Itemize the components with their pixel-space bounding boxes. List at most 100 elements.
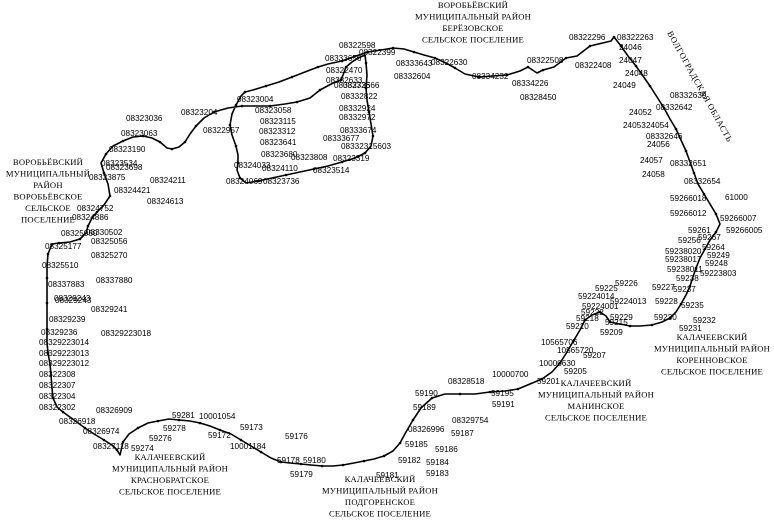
- point-label: 08329223013: [39, 349, 90, 358]
- boundary-point: [198, 421, 202, 425]
- boundary-point: [259, 450, 263, 454]
- boundary-point: [45, 301, 49, 305]
- point-label: 08330502: [86, 228, 123, 237]
- boundary-point: [650, 323, 654, 327]
- point-label: 59218: [576, 314, 599, 323]
- boundary-point: [299, 462, 303, 466]
- point-label: 59228: [655, 297, 678, 306]
- point-label: 08322508: [527, 56, 564, 65]
- boundary-point: [121, 139, 125, 143]
- point-label: 08329754: [452, 416, 489, 425]
- boundary-point: [46, 252, 50, 256]
- boundary-point: [46, 351, 50, 355]
- point-label: 08322308: [39, 370, 76, 379]
- point-label: 10000630: [539, 359, 576, 368]
- boundary-point: [316, 65, 320, 69]
- boundary-point: [619, 44, 623, 48]
- point-label: 10565706: [541, 338, 578, 347]
- point-label: 59238: [676, 274, 699, 283]
- boundary-point: [541, 68, 545, 72]
- point-label: 59205: [564, 367, 587, 376]
- boundary-point: [115, 448, 119, 452]
- oblast-label-layer: ВОЛГОГРАДСКАЯ ОБЛАСТЬ: [665, 29, 735, 144]
- point-label: 59186: [435, 445, 458, 454]
- boundary-point: [57, 241, 61, 245]
- boundary-point: [102, 171, 106, 175]
- point-label: 59261: [688, 226, 711, 235]
- point-label: 59182: [398, 456, 421, 465]
- point-label: 59266012: [670, 209, 707, 218]
- boundary-point: [243, 90, 247, 94]
- point-label: 08322470: [326, 66, 363, 75]
- point-label: 08332646: [646, 132, 683, 141]
- point-label: 59227: [652, 283, 675, 292]
- point-label: 08332642: [656, 103, 693, 112]
- boundary-point: [240, 104, 244, 108]
- point-label: 08329223018: [101, 329, 152, 338]
- boundary-point: [692, 171, 696, 175]
- boundary-point: [477, 75, 481, 79]
- point-label: 24048: [625, 69, 648, 78]
- point-label: 24047: [619, 56, 642, 65]
- boundary-point: [540, 377, 544, 381]
- boundary-point: [86, 224, 90, 228]
- point-label: 08323698: [106, 163, 143, 172]
- boundary-point: [320, 464, 324, 468]
- point-label: 08324110: [262, 164, 298, 173]
- point-label: 08325050: [61, 229, 98, 238]
- boundary-point: [526, 65, 530, 69]
- point-label: 08334232: [472, 72, 509, 81]
- boundary-point: [234, 144, 238, 148]
- point-label: 08326974: [83, 427, 120, 436]
- point-label: 59190: [415, 389, 438, 398]
- boundary-point: [236, 161, 240, 165]
- point-label: 59256: [678, 236, 701, 245]
- point-label: 59276: [149, 434, 172, 443]
- point-label: 59185: [405, 440, 428, 449]
- boundary-point: [158, 140, 162, 144]
- point-label: 59173: [240, 423, 263, 432]
- boundary-point: [212, 110, 216, 114]
- point-label: 08323641: [260, 138, 297, 147]
- boundary-point: [183, 140, 187, 144]
- boundary-point: [679, 302, 683, 306]
- boundary-point: [458, 392, 462, 396]
- boundary-point: [714, 230, 718, 234]
- boundary-point: [344, 65, 348, 69]
- point-label: 08322630: [431, 58, 468, 67]
- point-label: 59226: [615, 279, 638, 288]
- boundary-point: [341, 463, 345, 467]
- boundary-point: [339, 78, 343, 82]
- point-label: 08322957: [203, 126, 240, 135]
- point-label: 08324752: [77, 204, 114, 213]
- point-label: 59267: [698, 233, 721, 242]
- point-label: 08323063: [121, 129, 158, 138]
- boundary-point: [366, 50, 370, 54]
- point-label: 59278: [163, 424, 186, 433]
- point-label: 08323875: [89, 173, 126, 182]
- point-label: 59238020: [665, 247, 702, 256]
- boundary-point: [364, 61, 368, 65]
- point-label: 10001184: [230, 442, 266, 451]
- point-label: 08337883: [48, 280, 85, 289]
- point-label: 59224013: [610, 297, 647, 306]
- point-label: 24057: [640, 156, 663, 165]
- boundary-point: [45, 276, 49, 280]
- point-label: 08333656: [325, 54, 362, 63]
- point-label: 08327118: [93, 442, 129, 451]
- point-label: 59281: [172, 411, 195, 420]
- boundary-point: [668, 316, 672, 320]
- point-label: 59230: [654, 313, 677, 322]
- point-label: 59209: [600, 328, 623, 337]
- point-label: 08324033: [234, 161, 271, 170]
- boundary-point: [61, 410, 65, 414]
- point-label: 59183: [426, 469, 449, 478]
- point-label: 08322263: [617, 33, 654, 42]
- point-label: 08332651: [670, 159, 707, 168]
- point-label: 08323514: [313, 166, 350, 175]
- point-label: 59223803: [700, 269, 737, 278]
- boundary-point: [558, 361, 562, 365]
- point-label: 08325510: [42, 261, 79, 270]
